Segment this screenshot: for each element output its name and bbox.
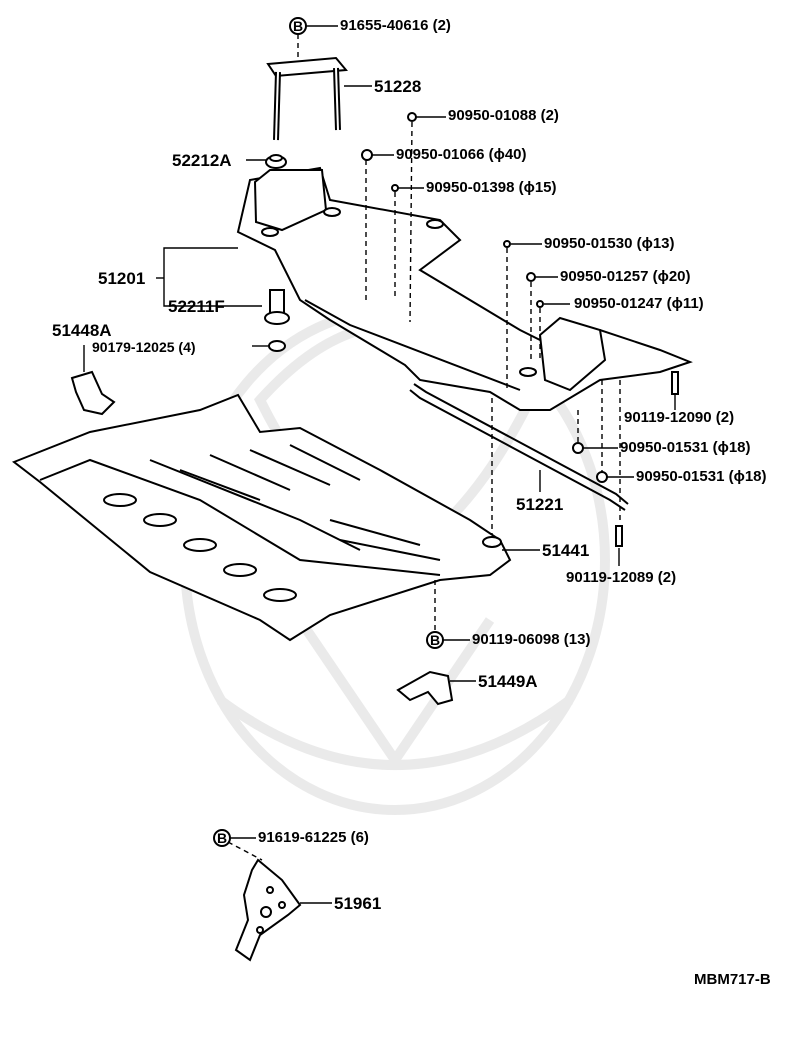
label-52211F: 52211F <box>168 297 225 316</box>
plate-51961 <box>234 858 302 962</box>
crossmember-51201 <box>236 166 693 411</box>
label-51961: 51961 <box>334 894 382 913</box>
label-91619-61225: 91619-61225 (6) <box>258 829 369 846</box>
label-90950-01531-lower: 90950-01531 (ϕ18) <box>636 468 767 485</box>
label-90950-01257: 90950-01257 (ϕ20) <box>560 268 691 285</box>
b-marker-middle: B <box>430 632 441 648</box>
label-90950-01247: 90950-01247 (ϕ11) <box>574 295 704 312</box>
b-marker-bottom: B <box>217 830 228 846</box>
cushion-52212A <box>265 154 287 169</box>
label-90179-12025: 90179-12025 (4) <box>92 339 196 355</box>
diagram-code: MBM717-B <box>694 971 771 988</box>
leader-lines <box>83 25 676 904</box>
label-51228: 51228 <box>374 77 422 96</box>
bolt-51228 <box>266 56 348 141</box>
label-90119-12090: 90119-12090 (2) <box>624 409 735 426</box>
label-90950-01530: 90950-01530 (ϕ13) <box>544 235 675 252</box>
rod-51221 <box>409 383 629 511</box>
label-91655-40616: 91655-40616 (2) <box>340 17 451 34</box>
bracket-51448A <box>70 370 116 416</box>
under-cover-51441 <box>11 393 512 642</box>
label-52212A: 52212A <box>172 151 232 170</box>
stud-52211F <box>264 289 290 352</box>
bracket-51449A <box>396 670 454 706</box>
label-90950-01398: 90950-01398 (ϕ15) <box>426 179 557 196</box>
label-51448A: 51448A <box>52 321 112 340</box>
label-51201: 51201 <box>98 269 146 288</box>
label-51221: 51221 <box>516 495 564 514</box>
label-90950-01088: 90950-01088 (2) <box>448 107 559 124</box>
b-marker-top: B <box>293 18 304 34</box>
label-90119-06098: 90119-06098 (13) <box>472 631 591 648</box>
label-51441: 51441 <box>542 541 590 560</box>
label-51449A: 51449A <box>478 672 538 691</box>
label-90950-01531-upper: 90950-01531 (ϕ18) <box>620 439 751 456</box>
label-90950-01066: 90950-01066 (ϕ40) <box>396 146 527 163</box>
label-90119-12089: 90119-12089 (2) <box>566 569 677 586</box>
